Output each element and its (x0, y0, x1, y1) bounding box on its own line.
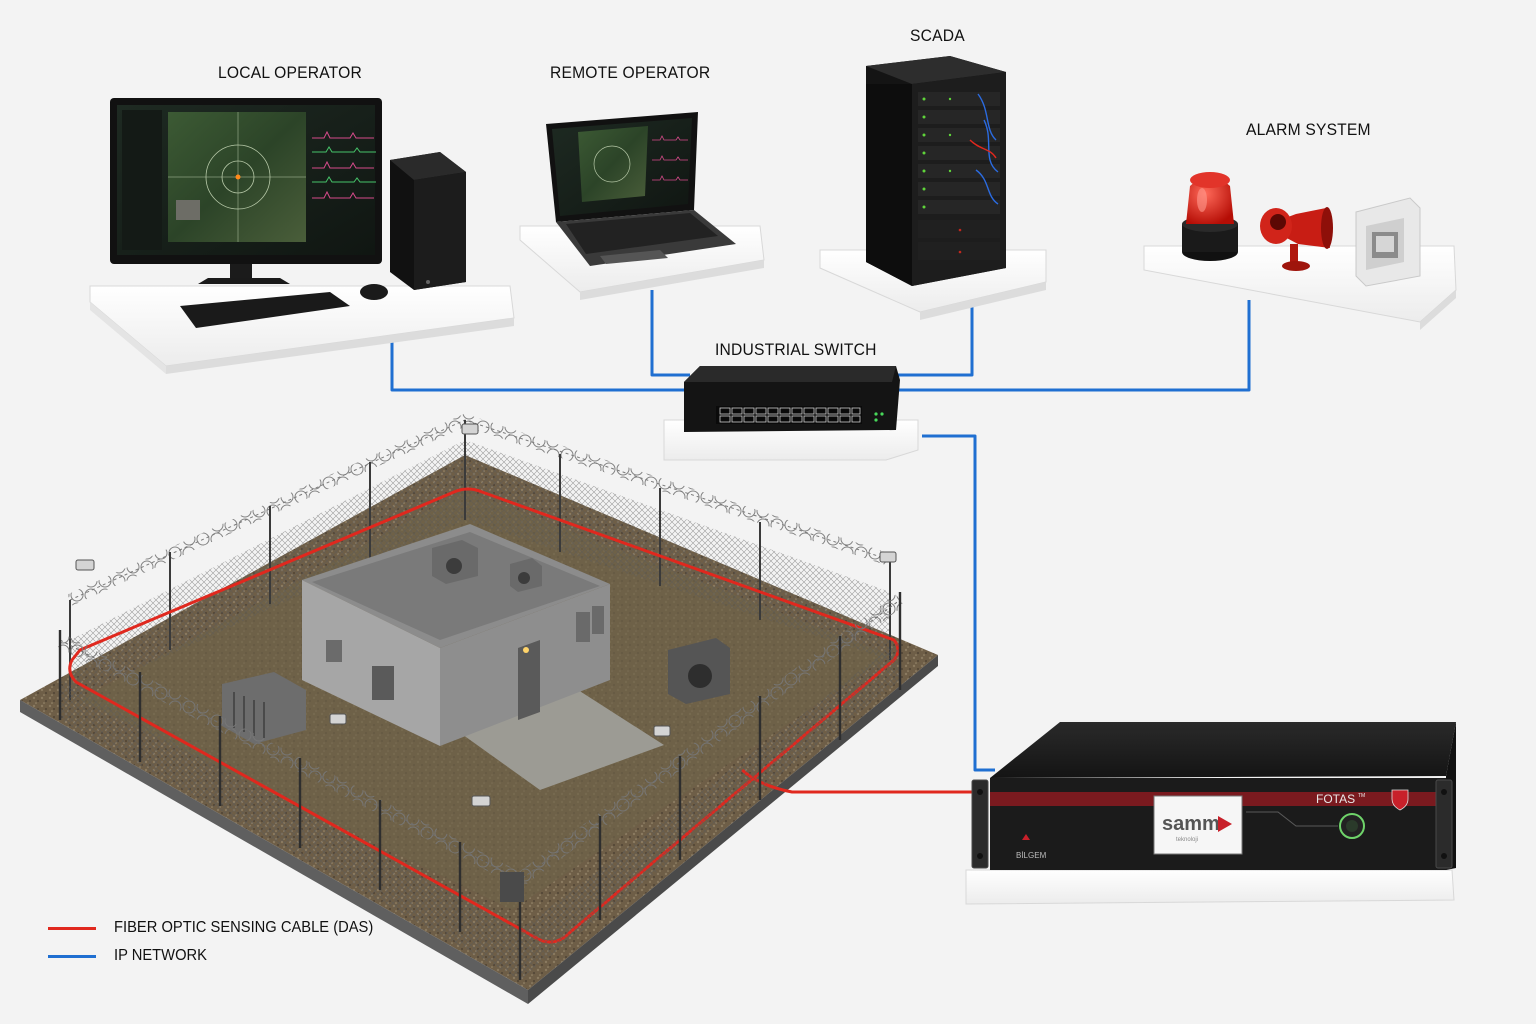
remote-operator-station (519, 112, 765, 300)
ground-ac-unit (668, 638, 730, 704)
server-units (918, 92, 1000, 260)
model-tm: TM (1358, 793, 1365, 799)
industrial-switch (663, 366, 919, 461)
label-scada: SCADA (910, 26, 965, 45)
legend-label-fiber: FIBER OPTIC SENSING CABLE (DAS) (114, 919, 374, 936)
alarm-system-station (1143, 172, 1457, 330)
rotating-beacon-icon (1182, 172, 1238, 261)
scada-station (819, 56, 1047, 320)
workstation-monitor-icon (110, 98, 382, 284)
legend-item-fiber: FIBER OPTIC SENSING CABLE (DAS) (48, 914, 396, 942)
secured-perimeter-site (20, 413, 982, 1004)
alarm-panel-icon (1355, 197, 1421, 287)
panel-trace (1246, 811, 1338, 827)
equipment-building (302, 524, 610, 746)
cable-local-to-switch (390, 330, 700, 392)
rooftop-hvac (432, 540, 542, 592)
base-slab-right (528, 655, 938, 1004)
transformer (222, 672, 306, 744)
local-operator-station (89, 98, 515, 374)
label-alarm-system: ALARM SYSTEM (1246, 120, 1371, 139)
legend-label-ip: IP NETWORK (114, 947, 207, 964)
desktop-tower-icon (390, 152, 466, 290)
mouse-icon (360, 284, 388, 300)
platform-edge (920, 282, 1046, 320)
building-front (302, 580, 440, 746)
label-remote-operator: REMOTE OPERATOR (550, 63, 711, 82)
brand-logo: samm (1162, 813, 1220, 835)
horn-siren-icon (1260, 207, 1333, 271)
fence-near (56, 592, 905, 980)
legend-swatch-fiber (48, 926, 96, 930)
junction-box (500, 872, 524, 902)
cable-alarm-to-switch (895, 300, 1251, 392)
brand-mark-icon (1218, 816, 1232, 832)
cable-switch-to-fotas (922, 434, 995, 772)
maker-mark-icon (1022, 834, 1030, 840)
ip-network-cables (390, 290, 1251, 772)
security-camera-icon (75, 423, 897, 807)
platform-edge (166, 318, 514, 374)
label-local-operator: LOCAL OPERATOR (218, 63, 362, 82)
platform (965, 869, 1455, 905)
rack-ears (971, 779, 1453, 869)
keyboard-icon (180, 292, 350, 328)
shield-logo-icon (1391, 789, 1409, 811)
legend-swatch-ip (48, 954, 96, 958)
platform-edge-left (90, 302, 166, 374)
fotas-device: samm teknoloji FOTAS TM BİLGEM (965, 722, 1456, 905)
cable-scada-to-switch (895, 298, 974, 377)
legend: FIBER OPTIC SENSING CABLE (DAS) IP NETWO… (48, 914, 396, 970)
platform-edge (580, 260, 764, 300)
network-switch-icon (684, 366, 900, 432)
brand-plate (1153, 795, 1243, 855)
maker-name: BİLGEM (1016, 851, 1047, 860)
base-slab-left (20, 700, 528, 1004)
cable-remote-to-switch (650, 290, 690, 377)
legend-item-ip: IP NETWORK (48, 942, 396, 970)
switch-ports (719, 407, 861, 423)
model-name: FOTAS (1316, 792, 1355, 806)
device-top (990, 722, 1456, 778)
server-rack-icon (866, 56, 1006, 286)
brand-sub: teknoloji (1176, 837, 1198, 843)
platform-edge (1420, 290, 1456, 330)
label-industrial-switch: INDUSTRIAL SWITCH (715, 340, 877, 359)
laptop-icon (546, 112, 736, 266)
